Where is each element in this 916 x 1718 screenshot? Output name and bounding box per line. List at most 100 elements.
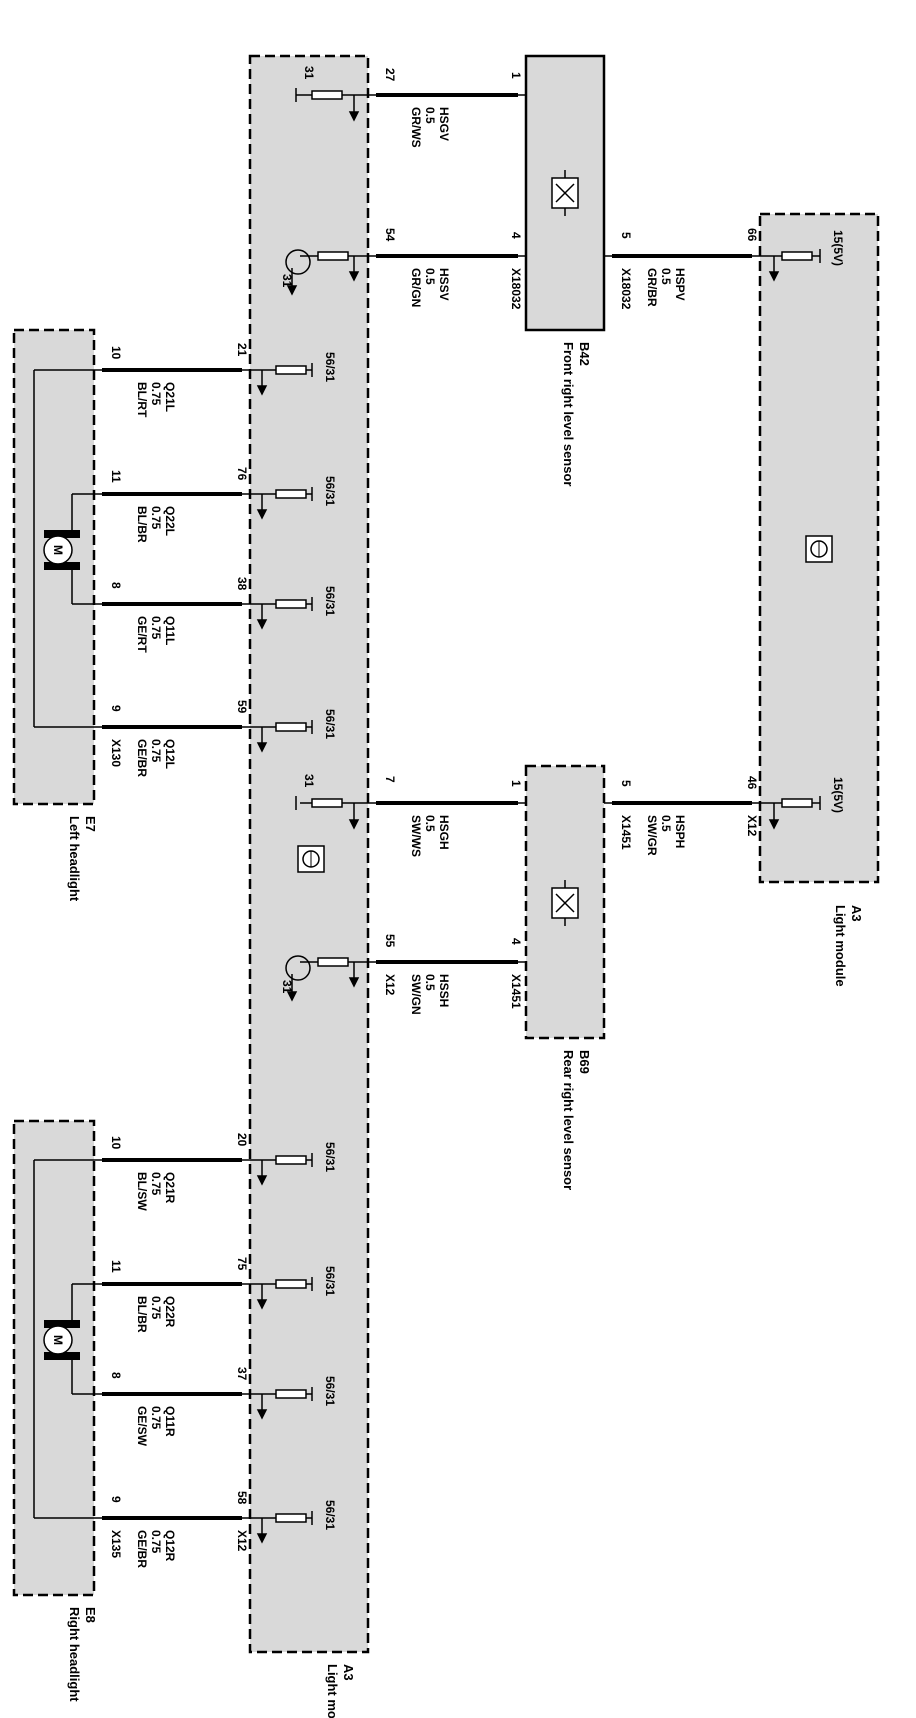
connector-x135: X135: [109, 1530, 123, 1558]
wire-gauge-hsph: 0.5: [659, 815, 673, 832]
pin-38: 38: [235, 577, 249, 591]
wire-gauge-hsgv: 0.5: [423, 107, 437, 124]
pin-46: 46: [745, 776, 759, 790]
right-motor-wiring: [33, 1159, 94, 1519]
wire-color-q22l: BL/BR: [135, 506, 149, 543]
output-label-76: 56/31: [323, 476, 337, 506]
wire-group: [102, 93, 752, 1520]
ground-label-27: 31: [302, 66, 316, 80]
connector-x12-b: X12: [745, 815, 759, 837]
wire-gauge-q22l: 0.75: [149, 506, 163, 530]
wire-gauge-q11l: 0.75: [149, 616, 163, 640]
rear-sensor-name: Rear right level sensor: [561, 1050, 576, 1190]
wire-color-q21r: BL/SW: [135, 1172, 149, 1211]
wire-color-hsgh: SW/WS: [409, 815, 423, 857]
ground-label-54: 31: [280, 274, 294, 288]
front-sensor-id: B42: [577, 342, 592, 366]
pin-27: 27: [383, 68, 397, 82]
wire-color-hssv: GR/GN: [409, 268, 423, 307]
wire-color-hsgv: GR/WS: [409, 107, 423, 148]
pin-75: 75: [235, 1257, 249, 1271]
left-headlight-name: Left headlight: [67, 816, 82, 902]
wire-gauge-hspv: 0.5: [659, 268, 673, 285]
connector-x130: X130: [109, 739, 123, 767]
wire-color-q22r: BL/BR: [135, 1296, 149, 1333]
pin-5-rear: 5: [619, 780, 633, 787]
wire-gauge-q22r: 0.75: [149, 1296, 163, 1320]
wire-color-hssh: SW/GN: [409, 974, 423, 1015]
left-motor-wiring: [33, 369, 94, 728]
module-internal-circuits: [285, 88, 821, 1002]
pin-37: 37: [235, 1367, 249, 1381]
pin-7: 7: [383, 776, 397, 783]
wire-stubs: [94, 94, 760, 1519]
ground-label-55: 31: [280, 980, 294, 994]
wire-color-q12r: GE/BR: [135, 1530, 149, 1568]
light-module-top-id: A3: [849, 905, 864, 922]
wire-color-hspv: GR/BR: [645, 268, 659, 307]
connector-x18032-a: X18032: [509, 268, 523, 310]
lamp-pin-9-right: 9: [109, 1496, 123, 1503]
wire-signal-hsph: HSPH: [673, 815, 687, 848]
pin-76: 76: [235, 467, 249, 481]
right-motor-icon: M: [43, 1320, 80, 1360]
left-headlight-id: E7: [83, 816, 98, 832]
pin-1-rear: 1: [509, 780, 523, 787]
light-module-top-name: Light module: [833, 905, 848, 987]
wire-signal-q12l: Q12L: [163, 739, 177, 769]
supply-label-66: 15(5V): [831, 230, 845, 266]
wire-color-hsph: SW/GR: [645, 815, 659, 856]
pin-55: 55: [383, 934, 397, 948]
light-module-name: Light module: [325, 1664, 340, 1718]
wire-signal-q12r: Q12R: [163, 1530, 177, 1562]
pin-1-front: 1: [509, 72, 523, 79]
connector-x1451-b: X1451: [619, 815, 633, 850]
pin-58: 58: [235, 1491, 249, 1505]
lamp-pin-11-left: 11: [109, 470, 123, 483]
wire-signal-hssv: HSSV: [437, 268, 451, 301]
output-label-59: 56/31: [323, 709, 337, 739]
wire-color-q12l: GE/BR: [135, 739, 149, 777]
supply-label-46: 15(5V): [831, 777, 845, 813]
wire-gauge-hssh: 0.5: [423, 974, 437, 991]
wire-signal-hspv: HSPV: [673, 268, 687, 301]
left-motor-icon: M: [43, 530, 80, 570]
wire-signal-hsgv: HSGV: [437, 107, 451, 141]
lamp-pin-8-left: 8: [109, 582, 123, 589]
pin-54: 54: [383, 228, 397, 242]
lamp-pin-9-left: 9: [109, 705, 123, 712]
wire-signal-q22l: Q22L: [163, 506, 177, 536]
wire-signal-q11l: Q11L: [163, 616, 177, 645]
wire-signal-q22r: Q22R: [163, 1296, 177, 1328]
ground-label-7: 31: [302, 774, 316, 788]
connector-x12-a: X12: [383, 974, 397, 996]
wire-color-q21l: BL/RT: [135, 382, 149, 418]
wire-color-q11l: GE/RT: [135, 616, 149, 653]
lamp-pin-10-right: 10: [109, 1136, 123, 1150]
front-sensor-symbol: [551, 170, 579, 216]
right-headlight-box: [12, 1119, 96, 1597]
wire-gauge-hssv: 0.5: [423, 268, 437, 285]
wire-gauge-hsgh: 0.5: [423, 815, 437, 832]
output-label-20: 56/31: [323, 1142, 337, 1172]
wire-signal-hsgh: HSGH: [437, 815, 451, 850]
connector-x1451-a: X1451: [509, 974, 523, 1009]
wire-gauge-q21r: 0.75: [149, 1172, 163, 1196]
wire-gauge-q21l: 0.75: [149, 382, 163, 406]
pin-59: 59: [235, 700, 249, 714]
lamp-pin-8-right: 8: [109, 1372, 123, 1379]
light-module-id: A3: [341, 1664, 356, 1681]
pin-66: 66: [745, 228, 759, 242]
front-sensor-name: Front right level sensor: [561, 342, 576, 486]
pin-4-front: 4: [509, 232, 523, 239]
pin-5-front: 5: [619, 232, 633, 239]
pin-4-rear: 4: [509, 938, 523, 945]
rear-sensor-symbol: [551, 880, 579, 926]
output-label-37: 56/31: [323, 1376, 337, 1406]
right-motor-label: M: [51, 1335, 65, 1345]
module-output-circuits: [250, 363, 313, 1544]
pin-21: 21: [235, 343, 249, 357]
wire-color-q11r: GE/SW: [135, 1406, 149, 1447]
lamp-pin-10-left: 10: [109, 346, 123, 360]
right-headlight-id: E8: [83, 1607, 98, 1623]
